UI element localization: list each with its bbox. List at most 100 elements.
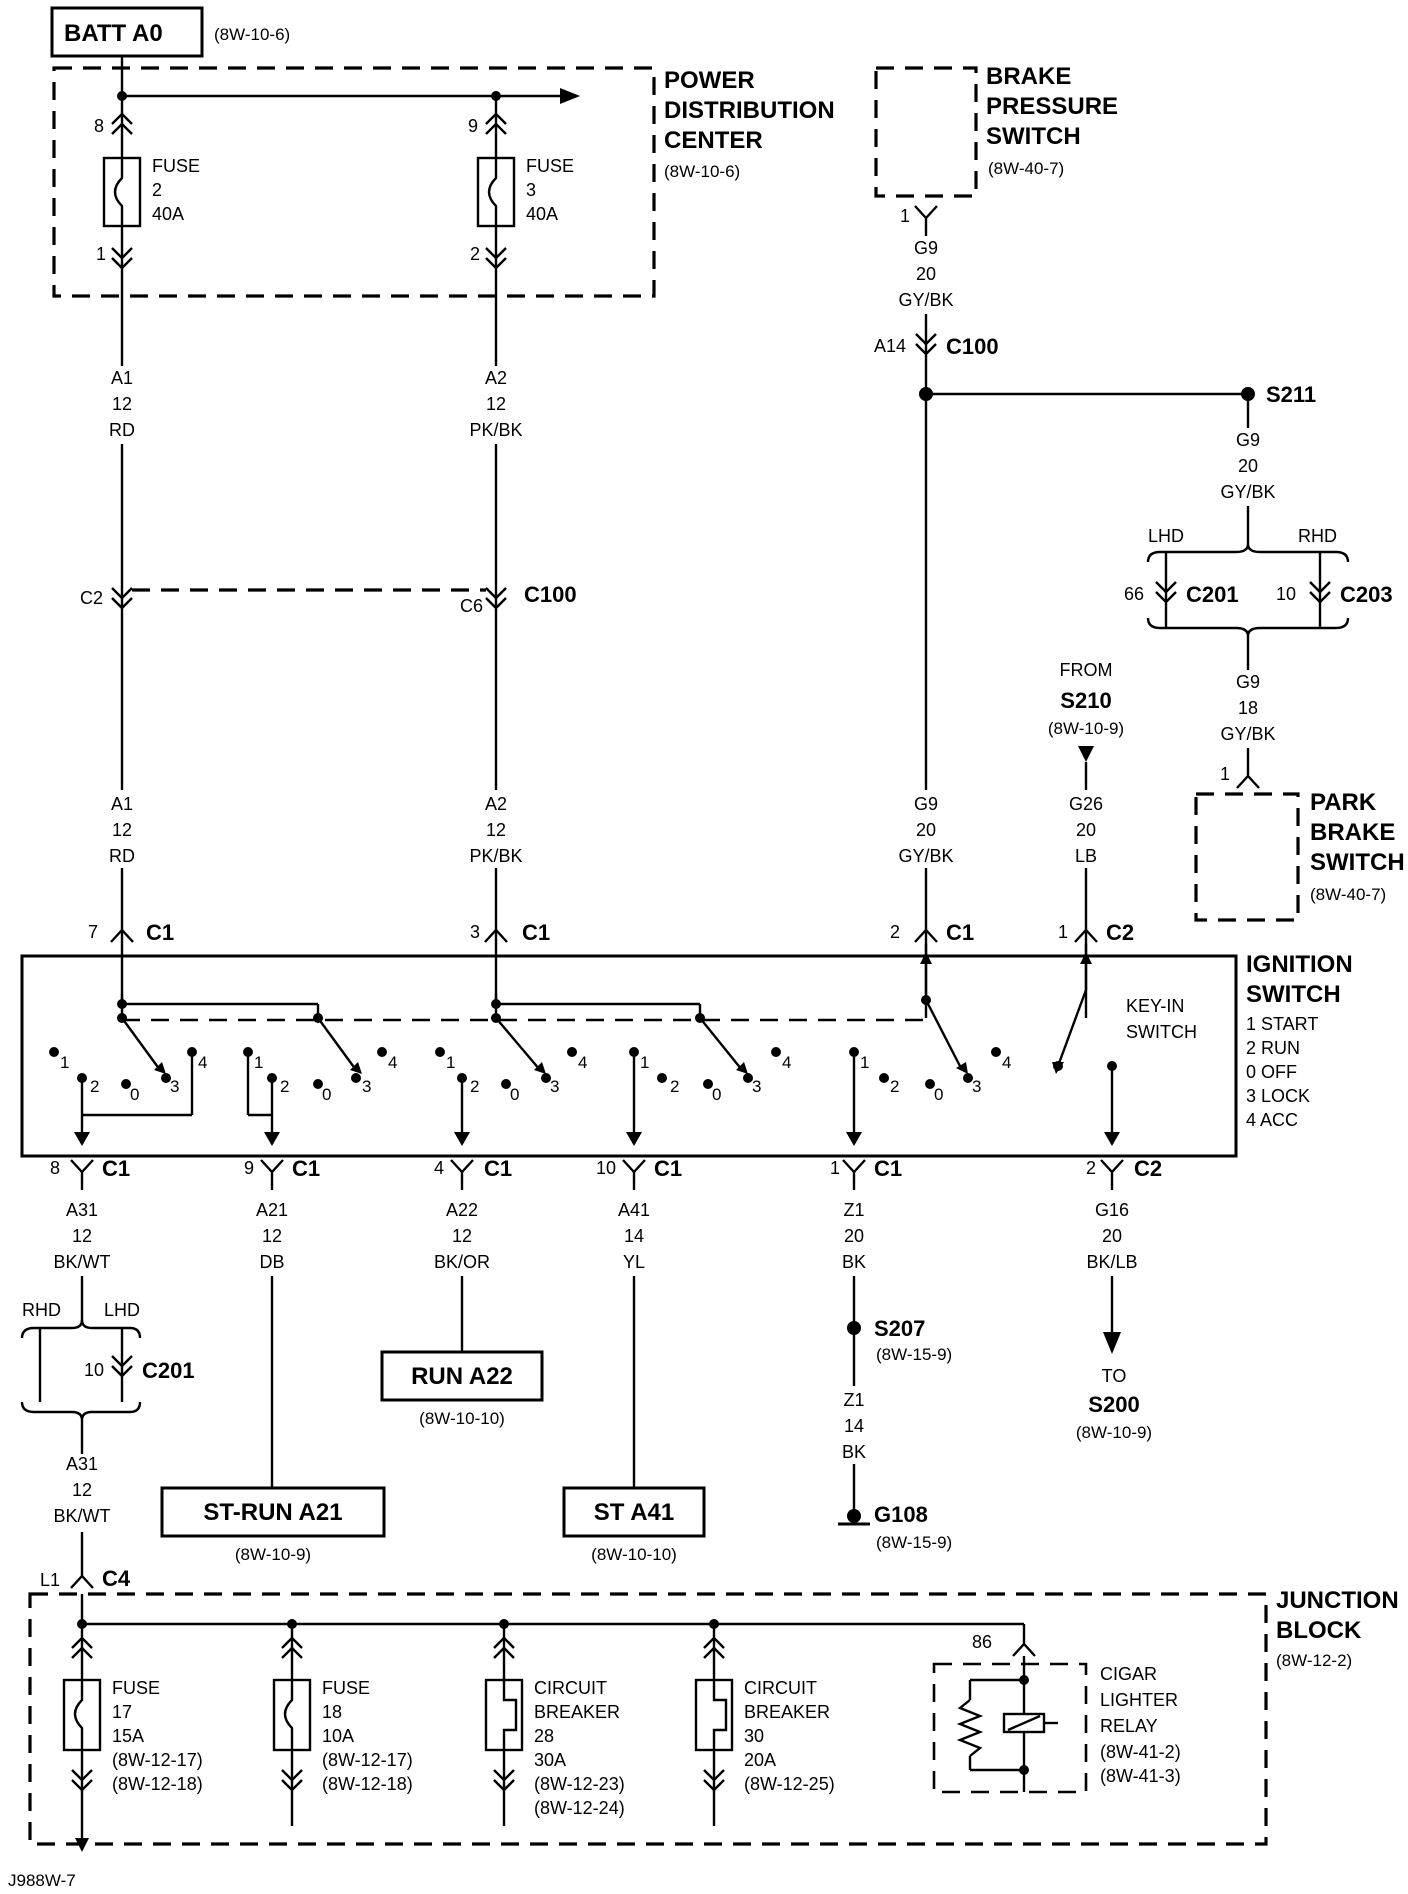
fuse-3-label: FUSE (526, 156, 574, 176)
fuse-17-num: 17 (112, 1702, 132, 1722)
c201-label: C201 (142, 1358, 195, 1383)
pdc-title-3: CENTER (664, 127, 763, 154)
breaker-28-label: CIRCUIT (534, 1678, 607, 1698)
wire-a41-color: YL (623, 1252, 645, 1272)
pin-label: 8 (94, 116, 104, 136)
s211-label: S211 (1266, 382, 1316, 407)
connector-icon (111, 587, 133, 610)
wire-a2-circuit: A2 (485, 794, 507, 814)
g108-ref: (8W-15-9) (876, 1533, 952, 1552)
pdc-title-2: DISTRIBUTION (664, 97, 835, 124)
connector-icon (914, 928, 938, 943)
svg-text:4: 4 (782, 1053, 791, 1072)
connector-icon (484, 928, 508, 943)
pin-label: 10 (596, 1158, 616, 1178)
ign-key-start: 1 START (1246, 1014, 1318, 1034)
svg-text:1: 1 (254, 1053, 263, 1072)
pdc-title-1: POWER (664, 67, 755, 94)
pin-label: 1 (1220, 764, 1230, 784)
ign-key-acc: 4 ACC (1246, 1110, 1298, 1130)
bus-arrow (560, 88, 580, 104)
svg-text:0: 0 (510, 1085, 519, 1104)
c1-label: C1 (292, 1156, 320, 1181)
st-run-a21-label: ST-RUN A21 (203, 1499, 342, 1526)
wire-a2-gauge: 12 (486, 394, 506, 414)
ign-key-lock: 3 LOCK (1246, 1086, 1310, 1106)
s200-label: S200 (1088, 1392, 1139, 1417)
run-a22-box (380, 1350, 544, 1402)
wire-a21-circuit: A21 (256, 1200, 288, 1220)
run-a22-label: RUN A22 (411, 1363, 513, 1390)
c1-label: C1 (522, 920, 550, 945)
junction-block-box (28, 1592, 1268, 1846)
batt-a0-box (50, 6, 204, 58)
wire-a2-color: PK/BK (469, 846, 522, 866)
ignition-title-2: SWITCH (1246, 981, 1341, 1008)
fuse-18-ref-1: (8W-12-17) (322, 1750, 413, 1770)
st-a41-ref: (8W-10-10) (591, 1545, 677, 1564)
wire-g9-gauge: 20 (1238, 456, 1258, 476)
switch-gang-1: 1 2 0 3 4 (49, 994, 362, 1146)
wire-g9-color: GY/BK (898, 290, 953, 310)
c1-label: C1 (874, 1156, 902, 1181)
junction-title-1: JUNCTION (1276, 1587, 1399, 1614)
pin-label: 4 (434, 1158, 444, 1178)
fuse-18-num: 18 (322, 1702, 342, 1722)
breaker-30-num: 30 (744, 1726, 764, 1746)
wire-z1-gauge: 14 (844, 1416, 864, 1436)
wire-a31-gauge: 12 (72, 1226, 92, 1246)
connector-icon (485, 247, 507, 270)
figure-id: J988W-7 (8, 1871, 76, 1890)
keyin-label-1: KEY-IN (1126, 996, 1184, 1016)
relay-label-2: LIGHTER (1100, 1690, 1178, 1710)
bottom-connectors: 8 C1 9 C1 4 C1 10 C1 1 C1 2 C2 (50, 1156, 1162, 1190)
st-run-a21-ref: (8W-10-9) (235, 1545, 311, 1564)
wire-a41-circuit: A41 (618, 1200, 650, 1220)
batt-a0-label: BATT A0 (64, 20, 163, 47)
from-label: FROM (1060, 660, 1113, 680)
wire-g16-circuit: G16 (1095, 1200, 1129, 1220)
wire-a21-color: DB (259, 1252, 284, 1272)
pin-label: 9 (468, 116, 478, 136)
connector-icon (915, 333, 937, 356)
svg-text:0: 0 (712, 1085, 721, 1104)
circuit-breaker-28: CIRCUIT BREAKER 28 30A (8W-12-23) (8W-12… (484, 1619, 625, 1826)
lhd-label: LHD (1148, 526, 1184, 546)
brake-switch-title-1: BRAKE (986, 63, 1071, 90)
s207-label: S207 (874, 1316, 925, 1341)
connector-icon (111, 112, 133, 135)
pdc-ref: (8W-10-6) (664, 162, 740, 181)
breaker-28-label-2: BREAKER (534, 1702, 620, 1722)
relay-ref-2: (8W-41-3) (1100, 1766, 1181, 1786)
pin-label: L1 (40, 1570, 60, 1590)
pin-label: 1 (900, 206, 910, 226)
pin-label: C6 (460, 596, 483, 616)
fuse-2-num: 2 (152, 180, 162, 200)
st-a41-box (562, 1486, 706, 1538)
wire-a1-color: RD (109, 846, 135, 866)
park-switch-title-2: BRAKE (1310, 819, 1395, 846)
fuse-17: FUSE 17 15A (8W-12-17) (8W-12-18) (62, 1624, 203, 1852)
resistor-icon (956, 1699, 984, 1757)
park-brake-switch-box (1194, 792, 1300, 922)
wire-z1-circuit: Z1 (843, 1200, 864, 1220)
wire-a41-gauge: 14 (624, 1226, 644, 1246)
relay-ref-1: (8W-41-2) (1100, 1742, 1181, 1762)
st-a41-label: ST A41 (594, 1499, 674, 1526)
cigar-lighter-relay: CIGAR LIGHTER RELAY (8W-41-2) (8W-41-3) (932, 1656, 1181, 1794)
svg-text:4: 4 (578, 1053, 587, 1072)
wire-g9-color: GY/BK (898, 846, 953, 866)
arrow-down-icon (1078, 746, 1094, 762)
fuse-17-amp: 15A (112, 1726, 144, 1746)
breaker-30-amp: 20A (744, 1750, 776, 1770)
arrow-down-icon (1103, 1332, 1121, 1354)
wire-g26-gauge: 20 (1076, 820, 1096, 840)
pin-label: 86 (972, 1632, 992, 1652)
brake-switch-ref: (8W-40-7) (988, 159, 1064, 178)
connector-icon (485, 112, 507, 135)
breaker-28-num: 28 (534, 1726, 554, 1746)
pdc-box (52, 66, 656, 298)
wire-g9-circuit: G9 (1236, 430, 1260, 450)
key-in-switch (1052, 944, 1120, 1146)
fuse-17-label: FUSE (112, 1678, 160, 1698)
